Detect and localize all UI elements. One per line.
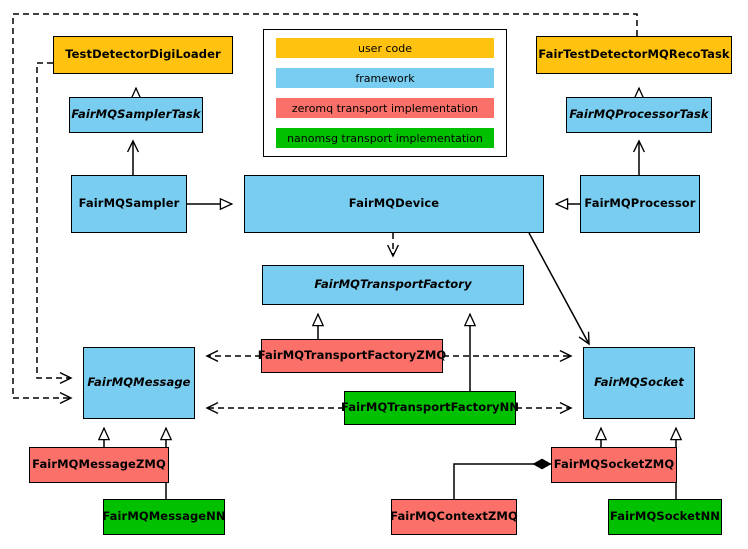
edge-digiloader-to-message xyxy=(36,62,71,378)
legend-label: nanomsg transport implementation xyxy=(287,131,483,145)
class-label: FairMQProcessorTask xyxy=(569,107,709,122)
class-node-fairmqsocket[interactable]: FairMQSocket xyxy=(583,347,695,419)
class-label: FairMQMessageNN xyxy=(102,509,226,524)
class-node-fairmqsocketnn[interactable]: FairMQSocketNN xyxy=(608,499,722,535)
class-label: FairMQSocket xyxy=(594,375,684,390)
class-label: FairMQSocketNN xyxy=(609,509,721,524)
legend-label: framework xyxy=(355,71,415,85)
class-node-fairmqtransportfactoryzmq[interactable]: FairMQTransportFactoryZMQ xyxy=(258,339,446,373)
class-node-fairmqmessage[interactable]: FairMQMessage xyxy=(83,347,195,419)
legend-label: zeromq transport implementation xyxy=(291,101,479,115)
class-label: FairMQTransportFactory xyxy=(314,277,472,292)
class-label: FairMQMessage xyxy=(87,375,191,390)
legend-label: user code xyxy=(357,41,413,55)
class-node-fairmqprocessortask[interactable]: FairMQProcessorTask xyxy=(566,97,712,133)
edge-contextzmq-to-socketzmq xyxy=(453,464,551,499)
class-label: FairMQTransportFactoryNN xyxy=(340,400,520,415)
class-node-fairmqsamplertask[interactable]: FairMQSamplerTask xyxy=(69,97,203,133)
class-label: FairTestDetectorMQRecoTask xyxy=(538,47,730,62)
legend-item-zeromq: zeromq transport implementation xyxy=(276,98,494,118)
class-label: TestDetectorDigiLoader xyxy=(65,47,221,62)
class-label: FairMQProcessor xyxy=(584,196,696,211)
legend-item-user-code: user code xyxy=(276,38,494,58)
class-node-fairmqprocessor[interactable]: FairMQProcessor xyxy=(580,175,700,233)
class-node-fairmqsocketzmq[interactable]: FairMQSocketZMQ xyxy=(551,447,677,483)
class-node-fairmqsampler[interactable]: FairMQSampler xyxy=(71,175,187,233)
legend-item-nanomsg: nanomsg transport implementation xyxy=(276,128,494,148)
legend-panel: user code framework zeromq transport imp… xyxy=(263,29,507,157)
class-label: FairMQMessageZMQ xyxy=(32,457,166,472)
class-node-fairmqtransportfactorynn[interactable]: FairMQTransportFactoryNN xyxy=(340,391,520,425)
class-node-testdetectordigiloader[interactable]: TestDetectorDigiLoader xyxy=(53,36,233,74)
class-label: FairMQSampler xyxy=(78,196,180,211)
class-node-fairmqcontextzmq[interactable]: FairMQContextZMQ xyxy=(390,499,518,535)
class-node-fairmqmessagezmq[interactable]: FairMQMessageZMQ xyxy=(29,447,169,483)
class-label: FairMQTransportFactoryZMQ xyxy=(257,348,447,363)
edge-device-to-socket xyxy=(528,232,589,344)
class-label: FairMQContextZMQ xyxy=(390,509,518,524)
class-node-fairmqdevice[interactable]: FairMQDevice xyxy=(244,175,544,233)
class-node-fairmqtransportfactory[interactable]: FairMQTransportFactory xyxy=(262,265,524,305)
class-label: FairMQSocketZMQ xyxy=(553,457,675,472)
legend-item-framework: framework xyxy=(276,68,494,88)
class-node-fairtestdetectormqrecotask[interactable]: FairTestDetectorMQRecoTask xyxy=(536,36,732,74)
class-label: FairMQSamplerTask xyxy=(71,107,201,122)
class-node-fairmqmessagenn[interactable]: FairMQMessageNN xyxy=(102,499,226,535)
class-label: FairMQDevice xyxy=(348,196,440,211)
edge-recotask-to-message xyxy=(12,13,638,398)
